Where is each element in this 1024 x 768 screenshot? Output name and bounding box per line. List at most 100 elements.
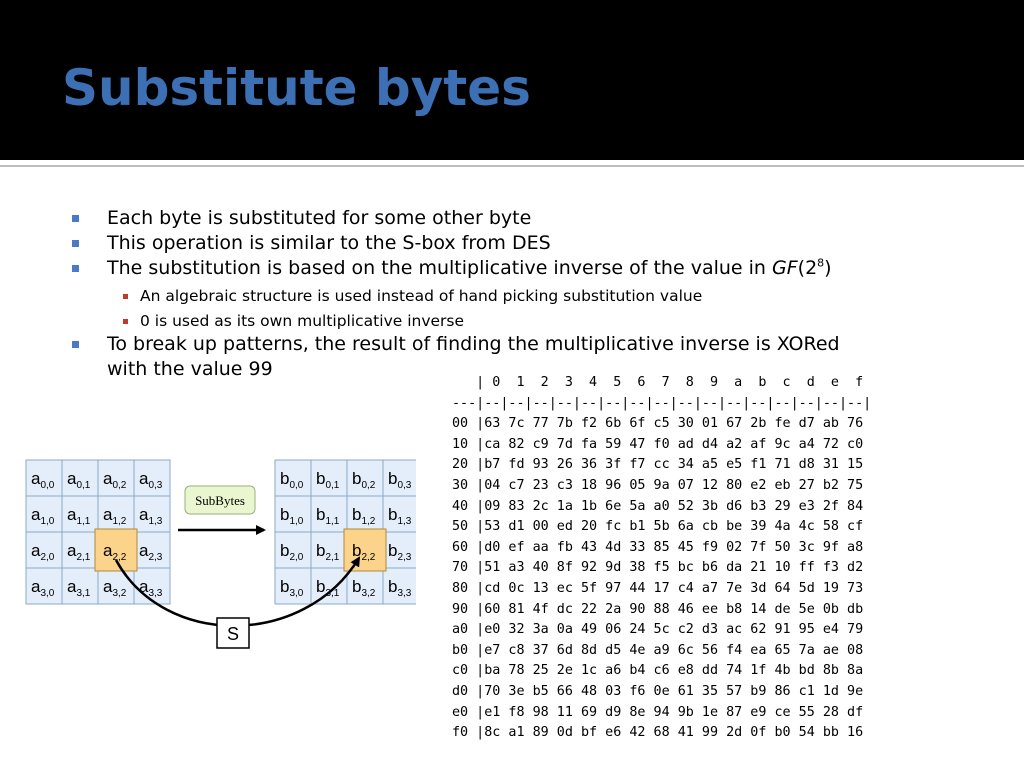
input-cell-index: 1,0 [40, 516, 54, 527]
input-cell-letter: a [67, 469, 77, 488]
input-cell-letter: a [139, 577, 149, 596]
input-cell-index: 2,0 [40, 552, 54, 563]
output-cell-letter: b [388, 577, 397, 596]
input-cell [97, 567, 135, 605]
output-cell [310, 567, 348, 605]
output-highlight-letter: b [352, 541, 361, 560]
input-cell [97, 495, 135, 533]
title-divider-shadow [0, 165, 1024, 167]
output-cell-label: b1,1 [316, 505, 340, 527]
sub-bullet-marker-icon [123, 294, 128, 299]
output-cell-label: b2,3 [388, 541, 412, 563]
input-highlight-index: 2,2 [112, 552, 126, 563]
input-cell-label: a2,1 [67, 541, 91, 563]
output-cell-label: b0,1 [316, 469, 340, 491]
output-cell-label: b1,3 [388, 505, 412, 527]
output-cell-index: 1,2 [361, 516, 375, 527]
input-cell-letter: a [67, 505, 77, 524]
s-box [216, 617, 250, 649]
sbox-separator-row: ---|--|--|--|--|--|--|--|--|--|--|--|--|… [452, 395, 872, 411]
input-cell-index: 2,3 [148, 552, 162, 563]
input-highlight-cell [94, 528, 138, 572]
gf-paren-open: (2 [797, 257, 818, 279]
input-cell [61, 567, 99, 605]
output-cell-index: 0,1 [325, 480, 339, 491]
output-cell-letter: b [388, 505, 397, 524]
input-cell-index: 2,1 [76, 552, 90, 563]
gf-symbol: GF [772, 257, 798, 279]
sbox-row: 10 |ca 82 c9 7d fa 59 47 f0 ad d4 a2 af … [452, 436, 864, 452]
input-cell-letter: a [139, 541, 149, 560]
bullet-marker-icon [72, 215, 79, 222]
input-cell [25, 567, 63, 605]
bullet-marker-icon [72, 240, 79, 247]
output-cell-letter: b [280, 541, 289, 560]
title-bar: Substitute bytes [0, 0, 1024, 160]
s-box-label: S [227, 624, 239, 644]
bullet-marker-icon [72, 341, 79, 348]
input-cell-letter: a [103, 577, 113, 596]
input-cell-label: a2,0 [31, 541, 55, 563]
subbytes-label-box [184, 485, 256, 515]
bullet-4-continued: with the value 99 [107, 358, 273, 380]
input-cell-label: a0,0 [31, 469, 55, 491]
output-cell-label: b1,0 [280, 505, 304, 527]
input-cell [61, 531, 99, 569]
output-cell-index: 3,0 [289, 588, 303, 599]
input-cell-index: 3,3 [148, 588, 162, 599]
sbox-row: 60 |d0 ef aa fb 43 4d 33 85 45 f9 02 7f … [452, 539, 864, 555]
input-cell-index: 0,3 [148, 480, 162, 491]
gf-paren-close: ) [824, 257, 832, 279]
output-cell-index: 3,1 [325, 588, 339, 599]
output-cell-index: 3,3 [397, 588, 411, 599]
output-cell-letter: b [280, 505, 289, 524]
input-cell-index: 3,1 [76, 588, 90, 599]
output-cell [274, 459, 312, 497]
bullet-4: To break up patterns, the result of find… [107, 333, 840, 355]
input-cell-label: a3,3 [139, 577, 163, 599]
output-cell-label: b3,3 [388, 577, 412, 599]
sbox-row: e0 |e1 f8 98 11 69 d9 8e 94 9b 1e 87 e9 … [452, 704, 864, 720]
output-cell-letter: b [316, 541, 325, 560]
input-cell-index: 0,1 [76, 480, 90, 491]
input-cell-letter: a [31, 469, 41, 488]
output-cell-label: b3,1 [316, 577, 340, 599]
output-cell-index: 2,1 [325, 552, 339, 563]
gf-exponent: 8 [817, 256, 825, 270]
sbox-header-row: | 0 1 2 3 4 5 6 7 8 9 a b c d e f [452, 375, 864, 390]
input-cell-label: a0,1 [67, 469, 91, 491]
title-divider [0, 160, 1024, 164]
output-cell-letter: b [316, 505, 325, 524]
output-highlight-label: b2,2 [352, 541, 376, 563]
output-cell-letter: b [352, 505, 361, 524]
input-cell-letter: a [139, 505, 149, 524]
input-cell [133, 567, 171, 605]
output-cell [274, 495, 312, 533]
sbox-row: b0 |e7 c8 37 6d 8d d5 4e a9 6c 56 f4 ea … [452, 642, 864, 658]
input-cell-label: a0,3 [139, 469, 163, 491]
sbox-row: 70 |51 a3 40 8f 92 9d 38 f5 bc b6 da 21 … [452, 560, 864, 576]
output-cell-label: b0,3 [388, 469, 412, 491]
output-cell-label: b0,2 [352, 469, 376, 491]
input-highlight-letter: a [103, 541, 113, 560]
input-cell-label: a2,3 [139, 541, 163, 563]
bullet-marker-icon [72, 265, 79, 272]
input-cell [133, 495, 171, 533]
output-cell-index: 2,0 [289, 552, 303, 563]
sub-bullet-marker-icon [123, 319, 128, 324]
input-cell-letter: a [103, 469, 113, 488]
output-cell-index: 0,2 [361, 480, 375, 491]
output-cell-label: b2,1 [316, 541, 340, 563]
output-cell-letter: b [280, 577, 289, 596]
input-cell [25, 495, 63, 533]
output-cell-letter: b [352, 577, 361, 596]
sbox-row: d0 |70 3e b5 66 48 03 f6 0e 61 35 57 b9 … [452, 683, 864, 699]
output-cell [310, 495, 348, 533]
input-cell-label: a3,2 [103, 577, 127, 599]
input-cell-label: a3,1 [67, 577, 91, 599]
input-cell-letter: a [67, 541, 77, 560]
sbox-row: f0 |8c a1 89 0d bf e6 42 68 41 99 2d 0f … [452, 725, 864, 741]
sbox-row: 00 |63 7c 77 7b f2 6b 6f c5 30 01 67 2b … [452, 416, 864, 432]
sbox-row: 40 |09 83 2c 1a 1b 6e 5a a0 52 3b d6 b3 … [452, 498, 864, 514]
